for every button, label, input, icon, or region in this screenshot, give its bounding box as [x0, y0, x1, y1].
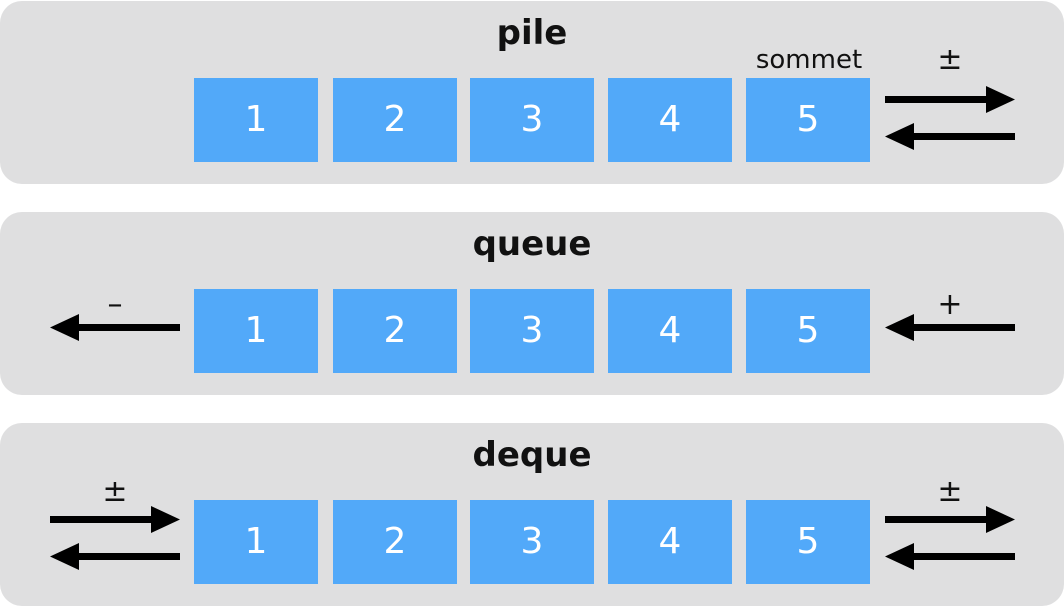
deque-cell-2: 2	[333, 500, 457, 584]
stack-cell-2: 2	[333, 78, 457, 162]
deque-cell-5: 5	[746, 500, 870, 584]
stack-cell-4: 4	[608, 78, 732, 162]
deque-cell-1: 1	[194, 500, 318, 584]
queue-cell-1: 1	[194, 289, 318, 373]
stack-panel: pile sommet 1 2 3 4 5 ±	[0, 1, 1064, 184]
deque-right-symbol: ±	[937, 474, 963, 509]
deque-cell-3: 3	[470, 500, 594, 584]
deque-cell-4: 4	[608, 500, 732, 584]
stack-cell-1: 1	[194, 78, 318, 162]
queue-enqueue-arrow-icon	[885, 314, 1015, 341]
deque-title: deque	[472, 435, 592, 475]
stack-top-label: sommet	[755, 45, 863, 75]
queue-cell-4: 4	[608, 289, 732, 373]
stack-title: pile	[496, 13, 568, 53]
queue-cell-3: 3	[470, 289, 594, 373]
deque-panel: deque 1 2 3 4 5 ± ±	[0, 423, 1064, 606]
deque-left-arrows-icon	[50, 506, 180, 570]
stack-push-pop-symbol: ±	[937, 42, 963, 77]
queue-cell-2: 2	[333, 289, 457, 373]
queue-enqueue-symbol: +	[937, 287, 963, 322]
queue-cell-5: 5	[746, 289, 870, 373]
stack-cell-5: 5	[746, 78, 870, 162]
queue-title: queue	[472, 224, 592, 264]
stack-cell-3: 3	[470, 78, 594, 162]
deque-left-symbol: ±	[102, 474, 128, 509]
queue-dequeue-symbol: –	[107, 287, 123, 322]
deque-right-arrows-icon	[885, 506, 1015, 570]
stack-push-pop-arrows-icon	[885, 86, 1015, 150]
queue-dequeue-arrow-icon	[50, 314, 180, 341]
queue-panel: queue 1 2 3 4 5 – +	[0, 212, 1064, 395]
